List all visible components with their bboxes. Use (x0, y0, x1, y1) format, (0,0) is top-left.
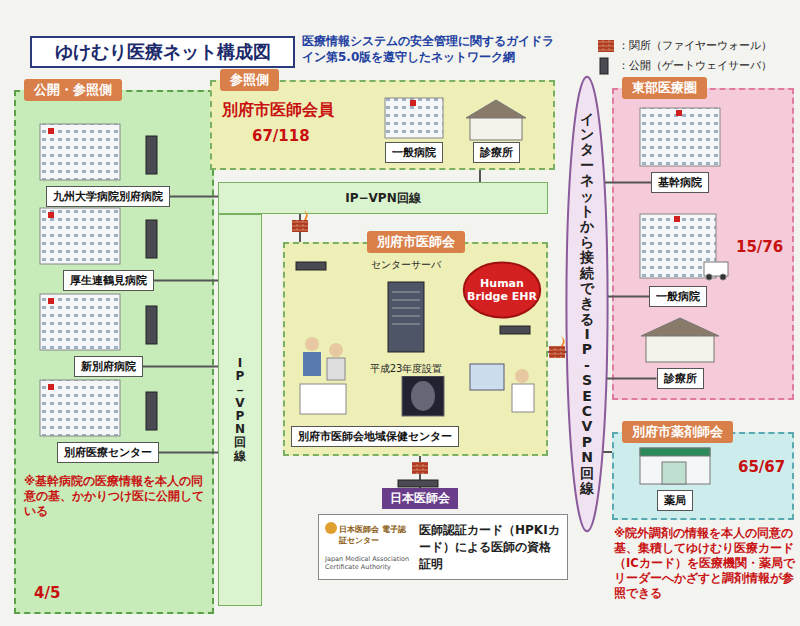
hospital-icons (40, 98, 720, 436)
node-label: インターネットから接続できるIP-SEC VPN回線 (580, 112, 594, 497)
node-label: 一般病院 (392, 145, 436, 160)
network-line (605, 182, 651, 184)
network-line (170, 196, 218, 198)
hospital-label: 基幹病院 (651, 172, 709, 193)
subtitle: 医療情報システムの安全管理に関するガイドライン第5.0版を遵守したネットワーク網 (302, 34, 564, 65)
note: ※院外調剤の情報を本人の同意の基、集積してゆけむり医療カード（ICカード）を医療… (614, 526, 796, 601)
note: ※基幹病院の医療情報を本人の同意の基、かかりつけ医に公開している (24, 474, 208, 519)
node-label: 日本医師会 電子認証センター (325, 524, 413, 546)
hospital-label: 一般病院 (385, 142, 443, 163)
node-text: 平成23年度設置 (368, 362, 445, 376)
hospital-label: 九州大学病院別府病院 (46, 186, 170, 207)
node-label: 東部医療圏 (622, 77, 707, 99)
network-line (159, 452, 218, 454)
network-line (607, 378, 657, 380)
ratio-number: 4/5 (34, 584, 60, 602)
network-line (548, 351, 566, 353)
vpn-oval: インターネットから接続できるIP-SEC VPN回線 (566, 72, 608, 536)
ehr-circle: Human Bridge EHR (463, 262, 541, 318)
node-label: 別府市医師会 (367, 231, 465, 253)
node-label: 診療所 (480, 145, 513, 160)
network-line (154, 280, 219, 282)
network-line (479, 170, 481, 182)
network-line (603, 451, 612, 453)
node-label: 基幹病院 (658, 175, 702, 190)
network-line (299, 214, 301, 242)
gateway-icons (146, 58, 608, 487)
network-line (143, 366, 219, 368)
ratio-number: 15/76 (736, 238, 783, 256)
region-panel: 別府市医師会センターサーバ平成23年度設置Human Bridge EHR別府市… (283, 242, 548, 456)
clinic-illustration (300, 337, 534, 416)
node-label: 別府医療センター (64, 445, 152, 460)
node-label: 新別府病院 (81, 359, 136, 374)
node-label: 九州大学病院別府病院 (53, 189, 163, 204)
center-server: センターサーバ平成23年度設置 (352, 258, 460, 376)
certificate-logo (325, 522, 337, 534)
network-line (608, 296, 649, 298)
hospital-label: 厚生連鶴見病院 (63, 270, 154, 291)
node-label: ゆけむり医療ネット構成図 (55, 40, 271, 64)
node-label: Human Bridge EHR (463, 277, 541, 303)
node-text: 67/118 (252, 127, 553, 145)
pharmacy-label: 薬局 (657, 490, 693, 511)
node-text: 医師認証カード（HPKIカード）による医師の資格証明 (419, 522, 561, 573)
node-label: 日本医師会 (390, 490, 450, 507)
node-label: 参照側 (220, 69, 279, 91)
node-label: 厚生連鶴見病院 (70, 273, 147, 288)
center-label: 別府市医師会地域保健センター (291, 426, 459, 447)
node-text: 別府市医師会員 (222, 100, 553, 121)
legend-text: ：公開（ゲートウェイサーバ） (618, 58, 772, 73)
node-label: 一般病院 (656, 289, 700, 304)
ratio-number: 65/67 (738, 458, 785, 476)
clinic-label: 診療所 (657, 368, 704, 389)
node-label: IP－VPN回線 (234, 357, 246, 463)
node-label: 薬局 (664, 493, 686, 508)
center-server (388, 282, 424, 352)
firewall-icons (292, 40, 614, 474)
legend-text: ：関所（ファイヤーウォール） (618, 38, 772, 53)
house-icons (466, 100, 728, 484)
red-cross-marks (48, 100, 682, 390)
node-label: センターサーバ (369, 258, 443, 272)
network-line (419, 456, 421, 488)
title-box: ゆけむり医療ネット構成図 (30, 36, 295, 68)
node-text: Japan Medical Association Certificate Au… (325, 555, 413, 571)
association-box: 日本医師会 (382, 488, 458, 509)
vpn-band: IP−VPN回線 (218, 182, 548, 214)
hospital-label: 新別府病院 (74, 356, 143, 377)
hospital-label: 別府医療センター (57, 442, 159, 463)
vpn-band: IP－VPN回線 (218, 214, 262, 606)
node-label: 診療所 (664, 371, 697, 386)
region-panel: 参照側別府市医師会員67/118一般病院診療所 (210, 80, 555, 170)
hospital-label: 一般病院 (649, 286, 707, 307)
region-panel: 公開・参照側九州大学病院別府病院厚生連鶴見病院新別府病院別府医療センター (14, 90, 214, 614)
node-label: 別府市医師会地域保健センター (298, 429, 452, 444)
region-panel: 別府市薬剤師会薬局 (612, 432, 794, 520)
certificate-card: 日本医師会 電子認証センター Japan Medical Association … (318, 514, 568, 580)
node-label: 別府市薬剤師会 (622, 421, 733, 443)
clinic-label: 診療所 (473, 142, 520, 163)
node-label: 公開・参照側 (24, 79, 122, 101)
node-label: IP−VPN回線 (345, 190, 420, 207)
